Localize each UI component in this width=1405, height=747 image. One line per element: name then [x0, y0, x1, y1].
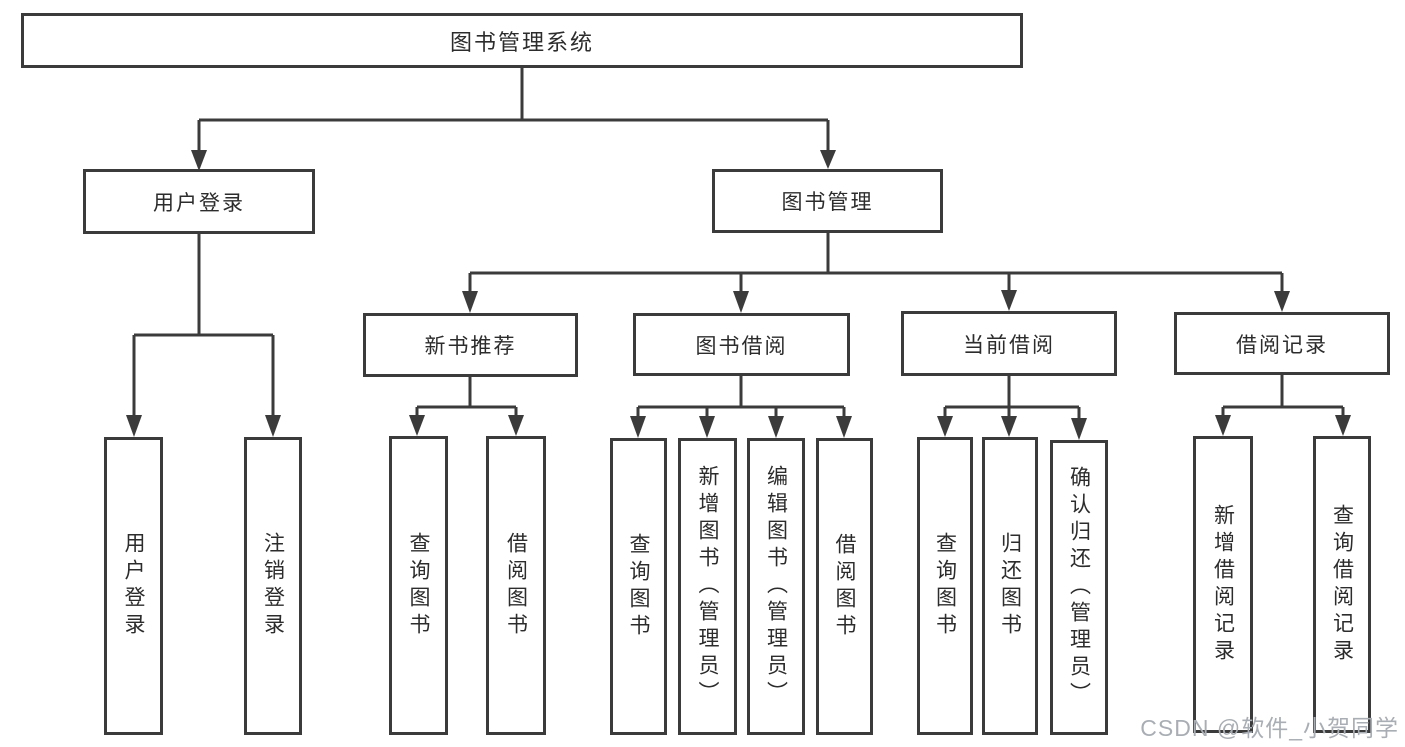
leaf-borrow-books-label: 借阅图书 — [833, 532, 856, 641]
leaf-add-borrow-record-label: 新增借阅记录 — [1211, 503, 1235, 666]
csdn-watermark: CSDN @软件_小贺同学 — [1140, 715, 1399, 741]
leaf-borrow-books-recommend: 借阅图书 — [486, 436, 546, 735]
leaf-edit-books-admin: 编辑图书（管理员） — [747, 438, 805, 735]
leaf-query-books-recommend: 查询图书 — [389, 436, 448, 735]
node-current-borrowing-label: 当前借阅 — [963, 333, 1055, 357]
node-current-borrowing: 当前借阅 — [901, 311, 1117, 376]
node-book-management-label: 图书管理 — [781, 191, 874, 214]
node-user-login: 用户登录 — [83, 169, 315, 234]
leaf-user-login-label: 用户登录 — [122, 532, 145, 640]
leaf-add-books-admin-label: 新增图书（管理员） — [696, 465, 719, 708]
node-book-management: 图书管理 — [712, 169, 943, 233]
node-borrowing-records: 借阅记录 — [1174, 312, 1390, 375]
leaf-confirm-return-admin: 确认归还（管理员） — [1050, 440, 1108, 735]
leaf-query-borrow-record-label: 查询借阅记录 — [1330, 503, 1354, 666]
node-library-system-label: 图书管理系统 — [449, 29, 594, 55]
node-new-book-recommendation-label: 新书推荐 — [424, 335, 517, 358]
leaf-query-books-current: 查询图书 — [917, 437, 973, 735]
leaf-query-books-recommend-label: 查询图书 — [407, 531, 430, 640]
arrowheads — [126, 150, 1351, 440]
leaf-logout-login-label: 注销登录 — [261, 532, 285, 640]
leaf-return-books-label: 归还图书 — [998, 532, 1022, 640]
leaf-query-books-borrowing-label: 查询图书 — [627, 532, 650, 641]
leaf-add-books-admin: 新增图书（管理员） — [678, 438, 737, 735]
node-user-login-label: 用户登录 — [153, 191, 245, 215]
leaf-return-books: 归还图书 — [982, 437, 1038, 735]
leaf-query-books-borrowing: 查询图书 — [610, 438, 667, 735]
node-borrowing-records-label: 借阅记录 — [1236, 333, 1328, 357]
node-library-system: 图书管理系统 — [21, 13, 1023, 68]
node-book-borrowing: 图书借阅 — [633, 313, 850, 376]
leaf-add-borrow-record: 新增借阅记录 — [1193, 436, 1253, 733]
leaf-user-login: 用户登录 — [104, 437, 163, 735]
leaf-confirm-return-admin-label: 确认归还（管理员） — [1067, 466, 1091, 709]
leaf-borrow-books-recommend-label: 借阅图书 — [504, 531, 528, 640]
node-new-book-recommendation: 新书推荐 — [363, 313, 578, 377]
leaf-query-books-current-label: 查询图书 — [933, 532, 957, 640]
leaf-edit-books-admin-label: 编辑图书（管理员） — [764, 465, 788, 708]
leaf-query-borrow-record: 查询借阅记录 — [1313, 436, 1371, 733]
leaf-logout-login: 注销登录 — [244, 437, 302, 735]
node-book-borrowing-label: 图书借阅 — [695, 334, 788, 358]
leaf-borrow-books: 借阅图书 — [816, 438, 873, 735]
